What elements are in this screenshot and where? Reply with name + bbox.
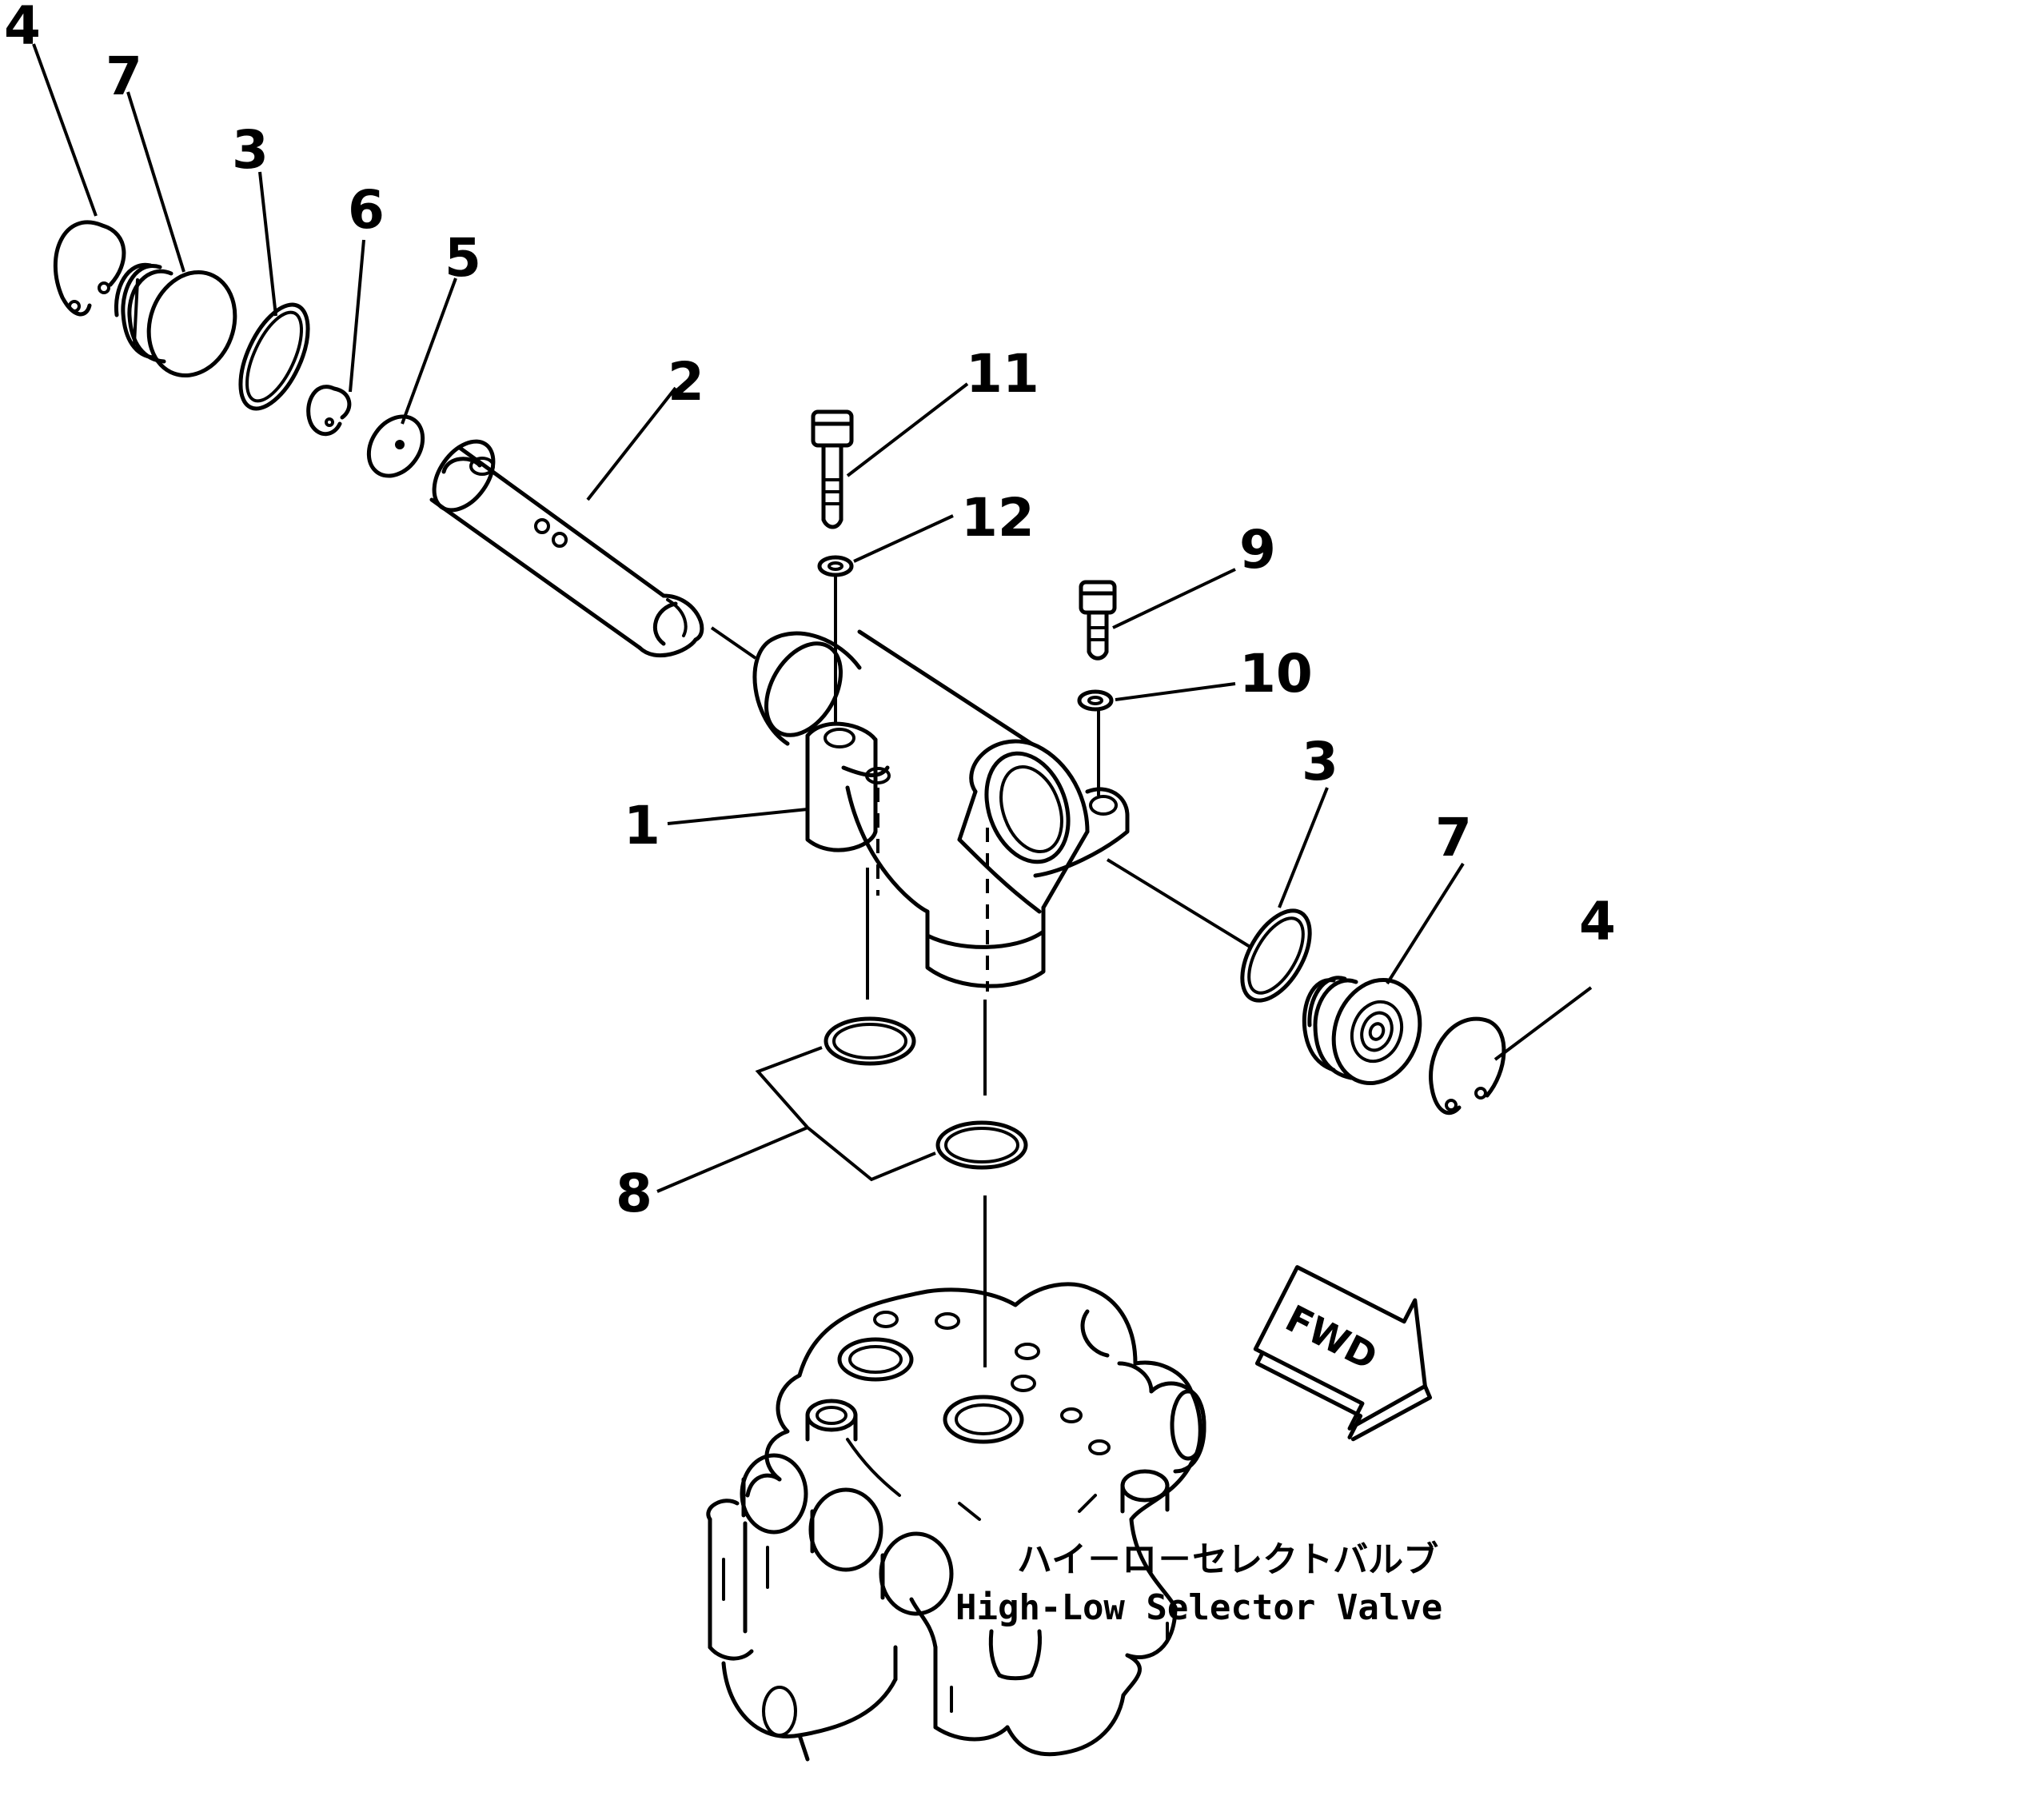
o-ring-upper xyxy=(824,1016,916,1066)
leader-lines xyxy=(32,43,1593,1193)
bolt-small xyxy=(1079,580,1117,661)
snap-ring-left xyxy=(53,220,126,317)
callout-5: 5 xyxy=(445,227,481,289)
callout-9: 9 xyxy=(1239,519,1276,581)
snap-ring-right xyxy=(1429,1016,1506,1116)
callout-4-left: 4 xyxy=(4,0,41,57)
callout-10: 10 xyxy=(1239,643,1313,704)
caption-english: High-Low Selector Valve xyxy=(955,1587,1442,1628)
fwd-arrow-marker: FWD xyxy=(1253,1265,1433,1442)
callout-4-right: 4 xyxy=(1579,891,1616,952)
callout-8: 8 xyxy=(616,1163,652,1224)
bolt-large xyxy=(811,409,854,529)
o-ring-right xyxy=(1240,908,1312,1003)
callout-2: 2 xyxy=(668,351,704,413)
callout-3-left: 3 xyxy=(232,119,269,181)
housing-body xyxy=(752,629,1130,988)
o-ring-left xyxy=(238,302,310,411)
washer-disc xyxy=(366,414,425,478)
component-caption: ハイ－ロ－セレクトバルブ High-Low Selector Valve xyxy=(955,1539,1442,1628)
o-ring-lower xyxy=(935,1120,1028,1170)
callout-3-right: 3 xyxy=(1302,731,1338,792)
washer-10 xyxy=(1077,689,1114,712)
callout-12: 12 xyxy=(961,487,1035,549)
plug-left xyxy=(114,262,237,378)
callout-11: 11 xyxy=(966,343,1039,405)
snap-ring-small xyxy=(306,385,352,437)
callout-numbers: 4 7 3 6 5 2 11 12 9 10 3 7 4 1 8 xyxy=(4,0,1616,1224)
washer-12 xyxy=(817,555,854,577)
callout-6: 6 xyxy=(348,179,385,241)
plug-right xyxy=(1302,976,1422,1086)
callout-7-left: 7 xyxy=(106,46,142,107)
spool-pin xyxy=(429,439,704,657)
caption-japanese: ハイ－ロ－セレクトバルブ xyxy=(1017,1539,1438,1580)
selector-valve-assembly xyxy=(706,1282,1206,1762)
spool-alignment-line xyxy=(710,626,757,660)
callout-7-right: 7 xyxy=(1435,807,1472,868)
callout-1: 1 xyxy=(624,795,660,856)
body-to-oring-line xyxy=(1106,858,1253,949)
